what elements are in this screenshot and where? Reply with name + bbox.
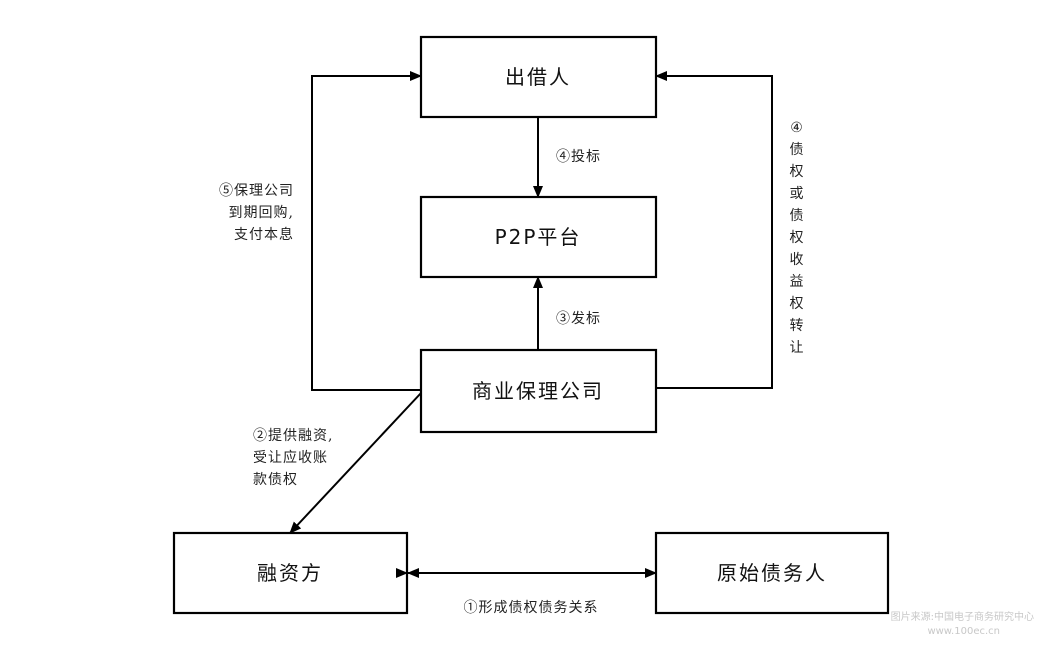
transfer-label-char: 债 <box>790 208 805 224</box>
lender-label: 出借人 <box>505 65 571 89</box>
transfer-arrow <box>655 71 773 389</box>
watermark-line-2: www.100ec.cn <box>927 626 1000 637</box>
p2p-platform-label: P2P平台 <box>495 225 582 249</box>
financing-label-line-2: 受让应收账 <box>253 449 328 466</box>
transfer-label-char: ④ <box>790 120 804 136</box>
financing-arrow <box>289 392 422 534</box>
transfer-label-char: 权 <box>790 230 805 246</box>
transfer-label-char: 或 <box>790 186 805 202</box>
buyback-label-line-3: 支付本息 <box>234 226 294 243</box>
original-debtor-label: 原始债务人 <box>717 561 827 585</box>
transfer-label-char: 权 <box>790 164 805 180</box>
lender-box <box>419 35 658 119</box>
watermark-line-1: 图片来源:中国电子商务研究中心 <box>891 610 1034 623</box>
original-debtor-box <box>654 531 890 615</box>
financing-label-line-1: ②提供融资, <box>253 428 333 444</box>
financing-label-line-3: 款债权 <box>253 472 298 488</box>
buyback-label-line-1: ⑤保理公司 <box>219 183 294 199</box>
factoring-company-label: 商业保理公司 <box>472 379 604 403</box>
invest-label: ④投标 <box>556 149 601 165</box>
lender-node: 出借人 <box>419 35 658 119</box>
factoring-company-node: 商业保理公司 <box>419 348 658 434</box>
transfer-label-char: 收 <box>790 252 805 268</box>
transfer-label-char: 益 <box>790 274 805 290</box>
transfer-label: ④ 债 权 或 债 权 收 益 权 转 让 <box>790 120 805 356</box>
transfer-label-char: 让 <box>790 340 805 356</box>
transfer-label-char: 权 <box>790 296 805 312</box>
issue-label: ③发标 <box>556 311 601 327</box>
p2p-platform-node: P2P平台 <box>419 195 658 279</box>
transfer-label-char: 转 <box>790 318 805 334</box>
transfer-label-char: 债 <box>790 142 805 158</box>
original-debtor-node: 原始债务人 <box>654 531 890 615</box>
financing-party-label: 融资方 <box>257 561 323 585</box>
p2p-platform-box <box>419 195 658 279</box>
debt-relation-left-arrowhead <box>407 568 419 578</box>
buyback-label-line-2: 到期回购, <box>229 205 294 221</box>
buyback-arrow <box>311 71 422 391</box>
debt-relation-label: ①形成债权债务关系 <box>464 600 599 616</box>
financing-party-node: 融资方 <box>172 531 409 615</box>
